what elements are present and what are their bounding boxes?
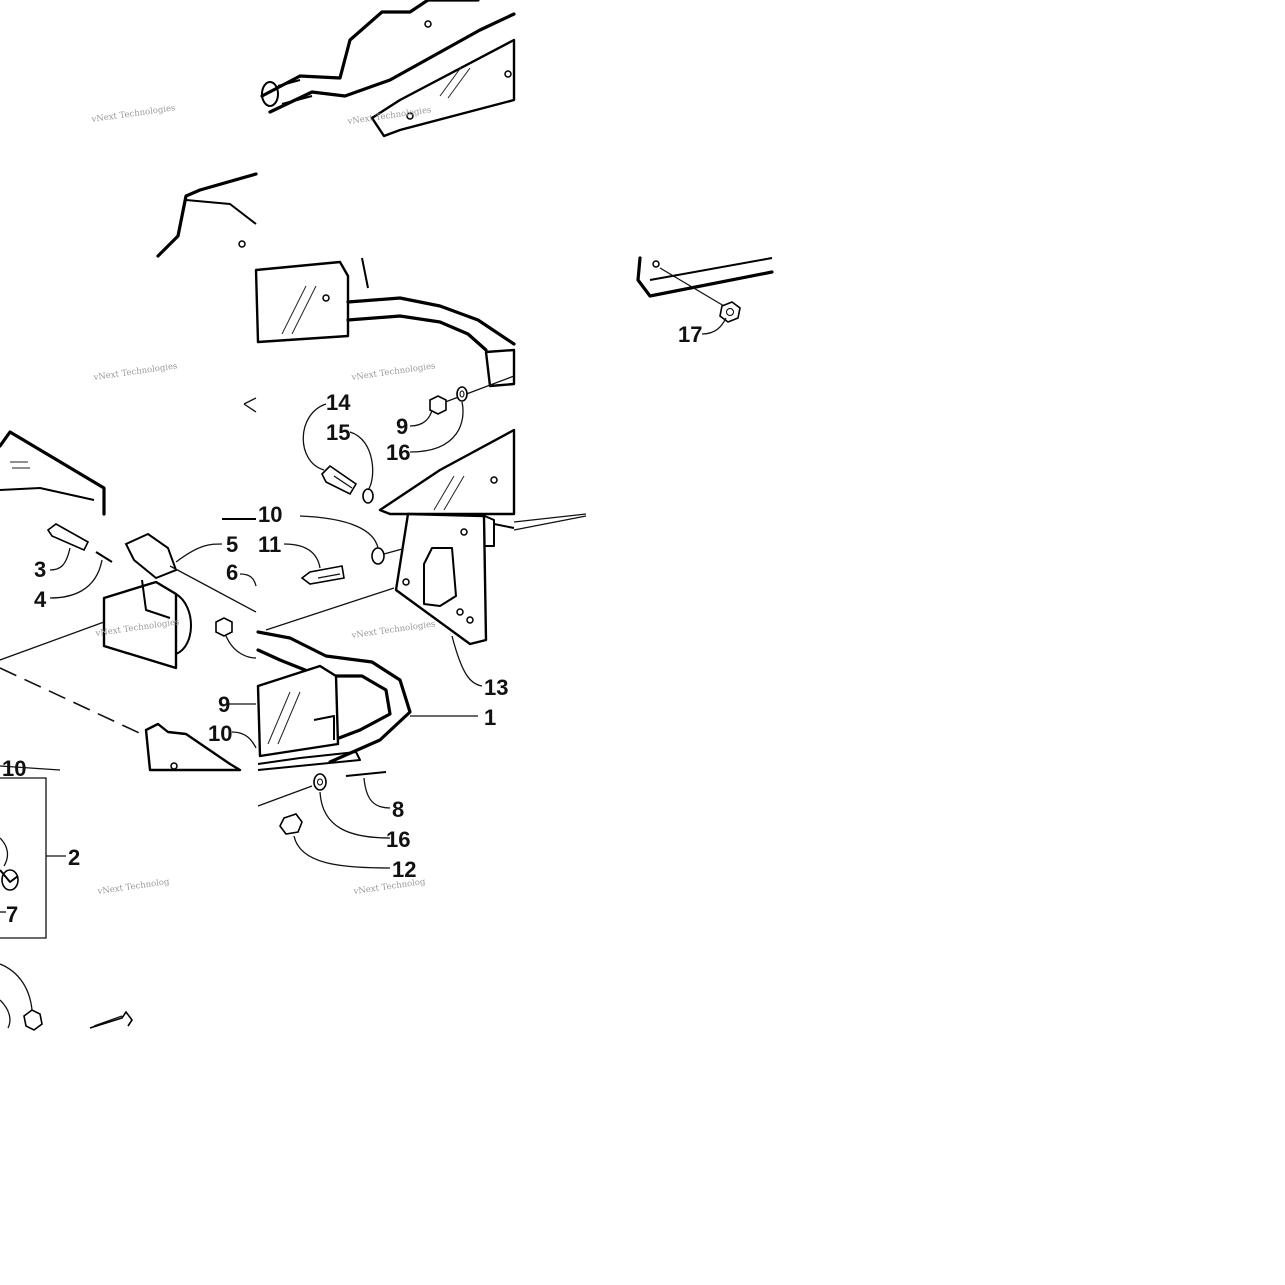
callout-7: 7 <box>6 902 18 927</box>
callout-11: 11 <box>258 532 281 557</box>
callout-8: 8 <box>392 797 404 822</box>
spacer-12 <box>279 813 303 835</box>
bumper-upper-assembly <box>243 257 516 516</box>
callout-16: 16 <box>386 440 410 465</box>
washer-16-upper <box>456 386 468 402</box>
callout-17: 17 <box>678 322 702 347</box>
washer-15 <box>362 488 374 504</box>
bolt-8 <box>345 771 387 777</box>
callouts: 17 14 15 9 16 10 11 5 6 3 4 13 1 9 10 10… <box>2 322 702 927</box>
bracket-body-left <box>0 430 106 516</box>
callout-14: 14 <box>326 390 351 415</box>
callout-10: 10 <box>208 721 232 746</box>
washer-16-low <box>313 773 327 791</box>
spring-4 <box>95 551 113 563</box>
bracket-right-fragment <box>636 256 774 335</box>
detail-box-2 <box>0 765 66 939</box>
callout-2: 2 <box>68 845 80 870</box>
watermark: vNext Technologies <box>350 361 436 383</box>
callout-15: 15 <box>326 420 350 445</box>
hex-nut-9-upper <box>429 395 447 415</box>
callout-4: 4 <box>34 587 47 612</box>
callout-1: 1 <box>484 705 496 730</box>
frame-fragment-left <box>156 172 258 258</box>
watermark: vNext Technolog <box>96 877 171 897</box>
callout-13: 13 <box>484 675 508 700</box>
callout-5: 5 <box>226 532 238 557</box>
hitch-assembly <box>0 518 257 772</box>
watermarks: vNext Technologies vNext Technologies vN… <box>90 103 436 897</box>
callout-10: 10 <box>2 756 26 781</box>
callout-10: 10 <box>258 502 282 527</box>
watermark: vNext Technologies <box>92 361 178 383</box>
watermark: vNext Technologies <box>90 103 176 125</box>
frame-rail-top <box>260 0 516 138</box>
hex-nut-17 <box>719 301 741 323</box>
nut-right <box>215 617 233 637</box>
bumper-lower-assembly <box>256 512 587 771</box>
bolt-3 <box>46 523 90 552</box>
bolt-11 <box>300 565 345 585</box>
hardware-lower <box>257 771 391 869</box>
callout-6: 6 <box>226 560 238 585</box>
hardware-bottom-fragment <box>0 963 133 1031</box>
watermark: vNext Technologies <box>350 619 436 641</box>
callout-3: 3 <box>34 557 46 582</box>
callout-9: 9 <box>218 692 230 717</box>
callout-16: 16 <box>386 827 410 852</box>
callout-12: 12 <box>392 857 416 882</box>
latch-5 <box>124 532 178 580</box>
callout-9: 9 <box>396 414 408 439</box>
washer-16-mid <box>371 547 385 565</box>
